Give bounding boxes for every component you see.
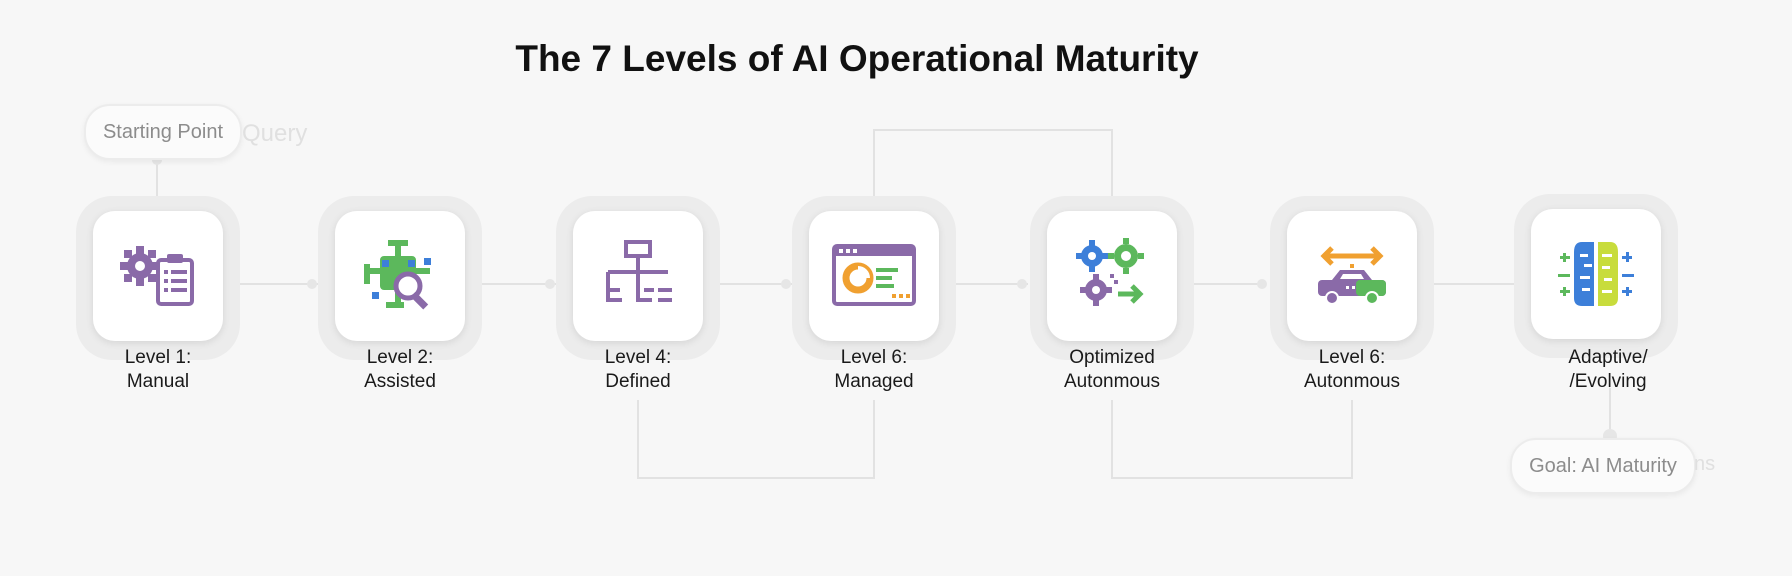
starting-point-ghost-text: Query: [242, 120, 308, 147]
level-5-card[interactable]: [1047, 211, 1177, 341]
level-3-card[interactable]: [573, 211, 703, 341]
dashboard-window-icon: [832, 244, 916, 306]
gear-clipboard-icon: [120, 246, 194, 306]
hierarchy-icon: [606, 240, 672, 302]
autonomous-car-icon: [1318, 246, 1386, 305]
diagram-title: The 7 Levels of AI Operational Maturity: [515, 38, 1199, 79]
level-7-card[interactable]: [1531, 209, 1661, 339]
goal-pill: Goal: AI Maturity: [1510, 438, 1696, 494]
level-4-label: Level 6: Managed: [834, 347, 914, 392]
network-magnifier-icon: [364, 240, 431, 310]
evolving-brain-icon: [1558, 242, 1634, 306]
level-4-card[interactable]: [809, 211, 939, 341]
level-6-card[interactable]: [1287, 211, 1417, 341]
level-5-label: Optimized Autonmous: [1063, 347, 1161, 392]
goal-ghost-text: ns: [1694, 453, 1716, 475]
level-7-label: Adaptive/ /Evolving: [1568, 347, 1648, 392]
bridge-bottom-right: [1111, 400, 1353, 479]
level-3-label: Level 4: Defined: [604, 347, 672, 392]
starting-point-pill: Starting Point: [84, 104, 242, 160]
level-6-label: Level 6: Autonmous: [1303, 347, 1401, 392]
bridge-top: [873, 129, 1113, 198]
level-2-label: Level 2: Assisted: [364, 347, 436, 392]
gears-arrow-icon: [1076, 238, 1144, 306]
bridge-bottom-left: [637, 400, 875, 479]
level-1-label: Level 1: Manual: [124, 347, 192, 392]
level-1-card[interactable]: [93, 211, 223, 341]
level-2-card[interactable]: [335, 211, 465, 341]
